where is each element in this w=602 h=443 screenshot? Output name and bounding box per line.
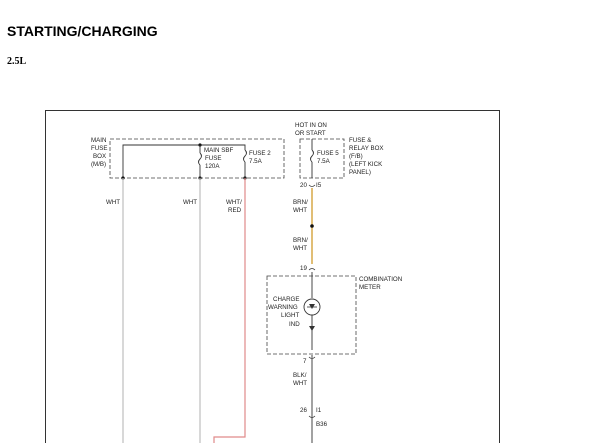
- pin-20-label: 20: [300, 182, 307, 189]
- connector-i5-symbol: [308, 184, 316, 187]
- relay-box-outline: [299, 138, 345, 179]
- fuse5-label-2: 7.5A: [317, 158, 331, 165]
- conn-i5-label: I5: [316, 182, 322, 189]
- combination-meter-label-1: COMBINATION: [359, 276, 402, 283]
- splice-junction: [310, 224, 314, 228]
- diagram-frame: [45, 110, 500, 443]
- wire-wht-red: [213, 178, 246, 443]
- wire-label-brn-wht-1b: WHT: [293, 207, 307, 214]
- conn-b36-label: B36: [316, 421, 328, 428]
- pin-26-label: 26: [300, 407, 307, 414]
- hot-label-1: HOT IN ON: [295, 122, 327, 129]
- wire-label-blk-wht-1: BLK/: [293, 372, 307, 379]
- hot-label-2: OR START: [295, 130, 326, 137]
- relay-box-label-5: PANEL): [349, 169, 371, 176]
- charge-light-label-3: LIGHT: [281, 312, 299, 319]
- main-fuse-box-label-1: MAIN: [91, 137, 106, 144]
- wire-label-brn-wht-2b: WHT: [293, 245, 307, 252]
- main-fuse-box-label-4: (M/B): [91, 161, 106, 168]
- charge-light-diode: [309, 304, 315, 309]
- wire-label-wht-red-2: RED: [228, 207, 242, 214]
- main-sbf-label-2: FUSE: [205, 155, 222, 162]
- main-fuse-box-label-2: FUSE: [91, 145, 108, 152]
- charge-light-label-2: WARNING: [268, 304, 298, 311]
- page-title: STARTING/CHARGING: [7, 23, 158, 39]
- main-fuse-box-outline: [109, 138, 285, 179]
- meter-diode-symbol: [309, 326, 315, 331]
- fuse5-symbol: [310, 149, 314, 163]
- pin-7-label: 7: [303, 358, 307, 365]
- fuse2-symbol: [243, 149, 247, 163]
- relay-box-label-2: RELAY BOX: [349, 145, 384, 152]
- wire-label-wht-mid: WHT: [183, 199, 197, 206]
- main-fuse-busbar: [122, 144, 246, 178]
- wire-label-brn-wht-1a: BRN/: [293, 199, 308, 206]
- charge-light-label-1: CHARGE: [273, 296, 299, 303]
- relay-box-label-4: (LEFT KICK: [349, 161, 383, 168]
- combination-meter-outline: [266, 275, 357, 355]
- sbf-fuse-symbol: [198, 152, 202, 166]
- wire-label-wht-left: WHT: [106, 199, 120, 206]
- conn-i1-label: I1: [316, 407, 322, 414]
- main-sbf-label-1: MAIN SBF: [204, 147, 233, 154]
- fuse2-label-2: 7.5A: [249, 158, 263, 165]
- combination-meter-label-2: METER: [359, 284, 381, 291]
- fuse2-label-1: FUSE 2: [249, 150, 271, 157]
- wire-label-brn-wht-2a: BRN/: [293, 237, 308, 244]
- charge-light-label-4: IND: [289, 321, 300, 328]
- main-fuse-box-label-3: BOX: [93, 153, 106, 160]
- relay-box-label-1: FUSE &: [349, 137, 372, 144]
- fuse5-label-1: FUSE 5: [317, 150, 339, 157]
- relay-box-label-3: (F/B): [349, 153, 363, 160]
- main-sbf-label-3: 120A: [205, 163, 220, 170]
- pin-19-label: 19: [300, 265, 307, 272]
- wire-label-blk-wht-2: WHT: [293, 380, 307, 387]
- wire-label-wht-red-1: WHT/: [226, 199, 242, 206]
- pin-19-connector: [308, 268, 316, 271]
- engine-subtitle: 2.5L: [7, 56, 27, 67]
- connector-i1-b36-symbol: [308, 415, 316, 418]
